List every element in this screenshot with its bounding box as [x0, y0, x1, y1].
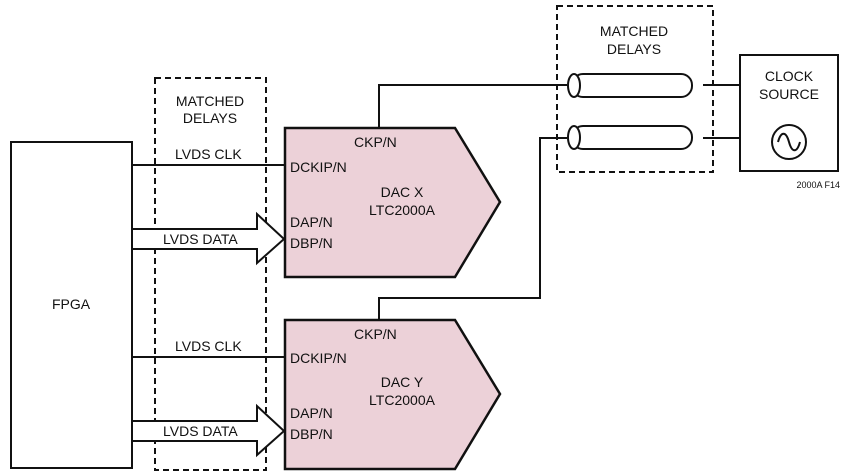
dac-y-ck-pin: CKP/N — [354, 326, 397, 342]
dac-y-db-pin: DBP/N — [290, 426, 333, 442]
dac-x-dck-pin: DCKIP/N — [290, 159, 347, 175]
delay-cable-top — [571, 73, 693, 98]
matched-delays-right: MATCHED DELAYS — [556, 5, 714, 173]
matched-delays-right-label-line1: MATCHED — [600, 23, 668, 39]
matched-delays-left-label-line1: MATCHED — [176, 93, 244, 109]
dac-y-name: DAC Y — [381, 374, 424, 390]
lvds-clk-y: LVDS CLK — [132, 338, 285, 358]
matched-delays-right-label-line2: DELAYS — [607, 41, 661, 57]
matched-delays-left: MATCHED DELAYS — [154, 77, 267, 471]
lvds-clk-y-label: LVDS CLK — [175, 338, 242, 354]
dac-x-body — [283, 126, 502, 279]
lvds-data-y-label: LVDS DATA — [163, 423, 238, 439]
dac-x-part: LTC2000A — [369, 202, 436, 218]
figure-id: 2000A F14 — [796, 180, 840, 190]
clock-wire-y — [378, 137, 567, 320]
dac-x-name: DAC X — [381, 184, 424, 200]
delay-cable-bottom — [571, 125, 693, 150]
lvds-data-x: LVDS DATA — [131, 211, 286, 266]
lvds-clk-x-label: LVDS CLK — [175, 146, 242, 162]
dac-y-da-pin: DAP/N — [290, 405, 333, 421]
clock-source: CLOCK SOURCE — [739, 54, 839, 172]
lvds-clk-x: LVDS CLK — [132, 146, 285, 166]
dac-x-db-pin: DBP/N — [290, 235, 333, 251]
matched-delays-right-box — [556, 5, 714, 173]
dac-x: CKP/N DCKIP/N DAC X LTC2000A DAP/N DBP/N — [283, 126, 502, 279]
sine-wave-icon — [771, 124, 807, 160]
lvds-data-y-arrow — [131, 403, 286, 458]
fpga-label: FPGA — [52, 296, 91, 312]
clock-wire-x — [378, 84, 567, 128]
dac-x-ck-pin: CKP/N — [354, 134, 397, 150]
dac-y-dck-pin: DCKIP/N — [290, 350, 347, 366]
lvds-data-y: LVDS DATA — [131, 403, 286, 458]
delay-cable-bottom-end — [567, 125, 581, 150]
fpga-block: FPGA — [10, 141, 133, 469]
delay-cable-top-end — [567, 73, 581, 98]
clock-path-x — [378, 73, 740, 128]
dac-x-da-pin: DAP/N — [290, 214, 333, 230]
matched-delays-left-label-line2: DELAYS — [183, 110, 237, 126]
matched-delays-left-box — [154, 77, 267, 471]
dac-y-part: LTC2000A — [369, 392, 436, 408]
fpga-box — [10, 141, 133, 469]
clock-path-y — [378, 125, 740, 320]
lvds-data-x-label: LVDS DATA — [163, 231, 238, 247]
dac-y: CKP/N DCKIP/N DAC Y LTC2000A DAP/N DBP/N — [283, 318, 502, 471]
clock-source-label-line2: SOURCE — [759, 86, 819, 102]
dac-y-body — [283, 318, 502, 471]
clock-source-label-line1: CLOCK — [765, 68, 814, 84]
lvds-data-x-arrow — [131, 211, 286, 266]
